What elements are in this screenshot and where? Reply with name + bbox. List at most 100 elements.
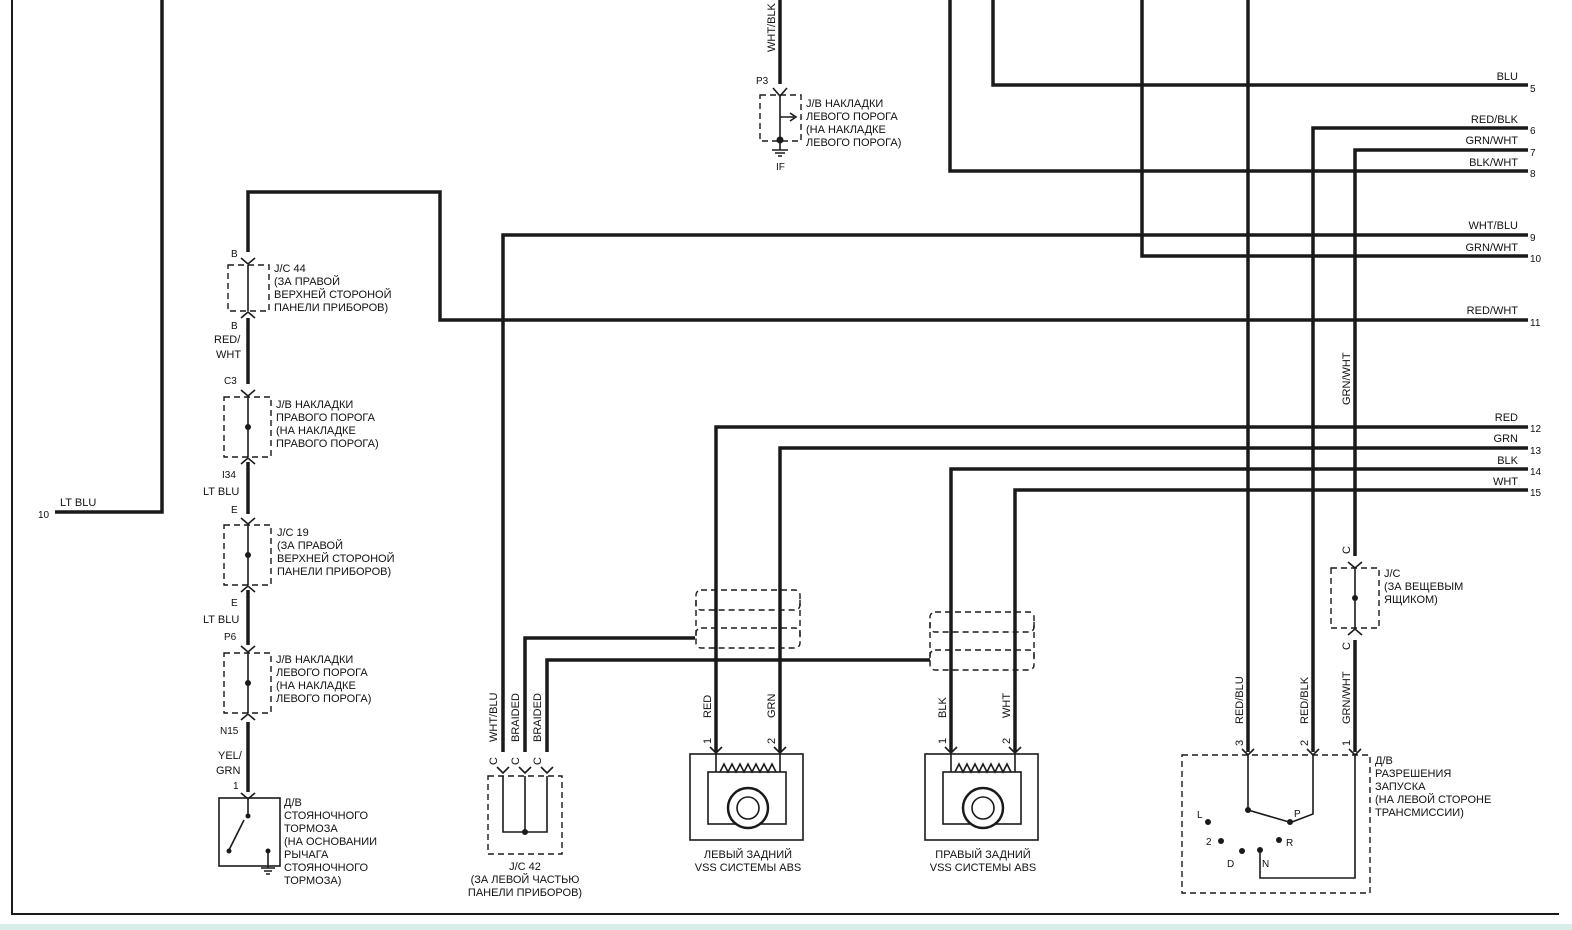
edge-pin-11: 11 bbox=[1530, 318, 1541, 329]
jb-left-sill-top-pin-top: P3 bbox=[756, 76, 769, 87]
shield-right-top bbox=[929, 611, 1035, 633]
wire-lt-blu-1-label: LT BLU bbox=[203, 486, 239, 498]
start-switch-dot-n bbox=[1257, 847, 1263, 853]
jc42-pin-3: C bbox=[532, 757, 544, 765]
wire-yel-grn-label-2: GRN bbox=[216, 765, 241, 777]
jc19-pin-top: E bbox=[231, 505, 238, 516]
wire-red-wht-left-label-2: WHT bbox=[216, 349, 241, 361]
wire-wht-blu-9 bbox=[501, 233, 1528, 752]
jb-left-sill-arrow-top bbox=[240, 645, 256, 654]
parking-brake-line-1: Д/В bbox=[284, 797, 302, 809]
jb-left-sill-line-2: ЛЕВОГО ПОРОГА bbox=[276, 667, 368, 679]
edge-pin-14: 14 bbox=[1530, 467, 1542, 478]
jb-left-sill-top: P3 IF J/B НАКЛАДКИ ЛЕВОГО ПОРОГА (НА НАК… bbox=[756, 76, 901, 173]
edge-color-12: RED bbox=[1495, 412, 1518, 424]
parking-brake-line-7: ТОРМОЗА) bbox=[284, 875, 341, 887]
left-vss-line-2: VSS СИСТЕМЫ ABS bbox=[695, 862, 802, 874]
jc42-line-1: J/C 42 bbox=[509, 861, 541, 873]
grn-wht-vertical-label: GRN/WHT bbox=[1341, 352, 1353, 405]
edge-color-10: GRN/WHT bbox=[1465, 242, 1518, 254]
start-switch-pos-d: D bbox=[1227, 859, 1234, 870]
right-vss-pin-2: 2 bbox=[1001, 738, 1013, 744]
right-rear-vss: BLK WHT 1 2 ПРАВЫЙ ЗАДНИЙ VSS СИСТЕМЫ AB… bbox=[924, 693, 1039, 874]
jc42: WHT/BLU BRAIDED BRAIDED C C C J/C 42 (ЗА… bbox=[468, 692, 582, 899]
edge-color-7: GRN/WHT bbox=[1465, 135, 1518, 147]
jc19-line-3: ВЕРХНЕЙ СТОРОНОЙ bbox=[277, 552, 395, 565]
jc44-pin-bottom: B bbox=[231, 321, 238, 332]
left-vss-box bbox=[689, 753, 804, 841]
start-switch-lead-2 bbox=[1291, 755, 1314, 823]
left-rear-vss: RED GRN 1 2 ЛЕВЫЙ ЗАДНИЙ VSS СИСТЕМЫ ABS bbox=[689, 694, 804, 874]
parking-brake-line-5: РЫЧАГА bbox=[284, 849, 329, 861]
left-vss-leads bbox=[715, 754, 781, 772]
jc19-arrow-top bbox=[240, 517, 256, 526]
wire-grn-wht-7 bbox=[1353, 148, 1528, 556]
jb-left-sill-node bbox=[245, 680, 251, 686]
start-switch-lead-1 bbox=[1259, 755, 1356, 879]
jb-left-sill-top-node bbox=[776, 136, 784, 144]
jc-glovebox-pin-top: C bbox=[1341, 546, 1353, 554]
left-vss-wire-2: GRN bbox=[766, 694, 778, 719]
wire-red-wht-11 bbox=[246, 190, 1528, 322]
jc44-line-1: J/C 44 bbox=[274, 263, 306, 275]
start-switch-pin-2: 2 bbox=[1299, 740, 1311, 746]
start-switch-dot-2 bbox=[1218, 838, 1224, 844]
parking-brake-line-2: СТОЯНОЧНОГО bbox=[284, 810, 368, 822]
wire-blu-5 bbox=[991, 0, 1528, 87]
edge-color-14: BLK bbox=[1497, 455, 1518, 467]
jb-left-sill-pin-top: P6 bbox=[224, 632, 237, 643]
wire-blk-wht-8 bbox=[948, 0, 1528, 173]
jc42-arrows bbox=[496, 766, 554, 775]
switch-lever-icon bbox=[228, 819, 245, 851]
jc19-node bbox=[245, 552, 251, 558]
edge-pin-12: 12 bbox=[1530, 424, 1542, 435]
right-vss-leads bbox=[950, 754, 1016, 772]
jc42-line-3: ПАНЕЛИ ПРИБОРОВ) bbox=[468, 887, 582, 899]
wire-red-12 bbox=[714, 425, 1528, 752]
right-vss-line-1: ПРАВЫЙ ЗАДНИЙ bbox=[935, 848, 1030, 861]
jb-right-sill-line-1: J/B НАКЛАДКИ bbox=[276, 399, 353, 411]
edge-pin-8: 8 bbox=[1530, 169, 1536, 180]
start-switch-dot-p bbox=[1287, 819, 1293, 825]
start-switch-wire-1: RED/BLU bbox=[1234, 676, 1246, 724]
start-switch-wire-3: GRN/WHT bbox=[1341, 671, 1353, 724]
edge-color-5: BLU bbox=[1497, 71, 1518, 83]
right-vss-pin-1: 1 bbox=[937, 738, 949, 744]
jb-left-sill-pin-bottom: N15 bbox=[220, 726, 239, 737]
parking-brake-line-4: (НА ОСНОВАНИИ bbox=[284, 836, 377, 848]
jc-glovebox-line-3: ЯЩИКОМ) bbox=[1384, 594, 1438, 606]
wire-wht-blk-label: WHT/BLK bbox=[766, 2, 778, 52]
jb-left-sill: P6 N15 J/B НАКЛАДКИ ЛЕВОГО ПОРОГА (НА НА… bbox=[220, 632, 371, 737]
wires bbox=[55, 0, 1528, 792]
start-switch-pos-l: L bbox=[1197, 810, 1203, 821]
right-vss-box bbox=[924, 753, 1039, 841]
jb-right-sill-pin-bottom: I34 bbox=[222, 470, 236, 481]
edge-color-11: RED/WHT bbox=[1467, 305, 1519, 317]
start-switch-dot-d bbox=[1239, 848, 1245, 854]
shield-right bbox=[929, 611, 1035, 671]
parking-brake-box bbox=[218, 797, 281, 867]
edge-color-15: WHT bbox=[1493, 476, 1518, 488]
sensor-wheel-inner bbox=[736, 796, 760, 820]
jb-right-sill: C3 I34 J/B НАКЛАДКИ ПРАВОГО ПОРОГА (НА Н… bbox=[222, 376, 379, 481]
edge-color-6: RED/BLK bbox=[1471, 114, 1519, 126]
edge-pin-7: 7 bbox=[1530, 148, 1536, 159]
sensor-wheel-icon bbox=[726, 786, 770, 830]
switch-lever-icon bbox=[1247, 809, 1290, 823]
jc44-line-4: ПАНЕЛИ ПРИБОРОВ) bbox=[274, 302, 388, 314]
jc44-line-3: ВЕРХНЕЙ СТОРОНОЙ bbox=[274, 288, 392, 301]
jc-glovebox: C C J/C (ЗА ВЕЩЕВЫМ ЯЩИКОМ) bbox=[1330, 546, 1463, 650]
wire-wht-15 bbox=[1013, 488, 1528, 752]
left-vss-pin-2: 2 bbox=[766, 738, 778, 744]
parking-brake-contact-2 bbox=[226, 848, 232, 854]
frame-border bbox=[11, 0, 1559, 915]
start-switch: RED/BLU RED/BLK GRN/WHT 3 2 1 L 2 D N R … bbox=[1181, 671, 1491, 894]
edge-pin-9: 9 bbox=[1530, 233, 1536, 244]
jc42-wire-1: WHT/BLU bbox=[488, 692, 500, 742]
jb-right-sill-arrow-top bbox=[240, 389, 256, 398]
right-vss-wire-2: WHT bbox=[1001, 693, 1013, 718]
wire-braided-1 bbox=[523, 636, 695, 752]
edge-pin-10: 10 bbox=[1530, 254, 1542, 265]
jb-right-sill-node bbox=[245, 424, 251, 430]
